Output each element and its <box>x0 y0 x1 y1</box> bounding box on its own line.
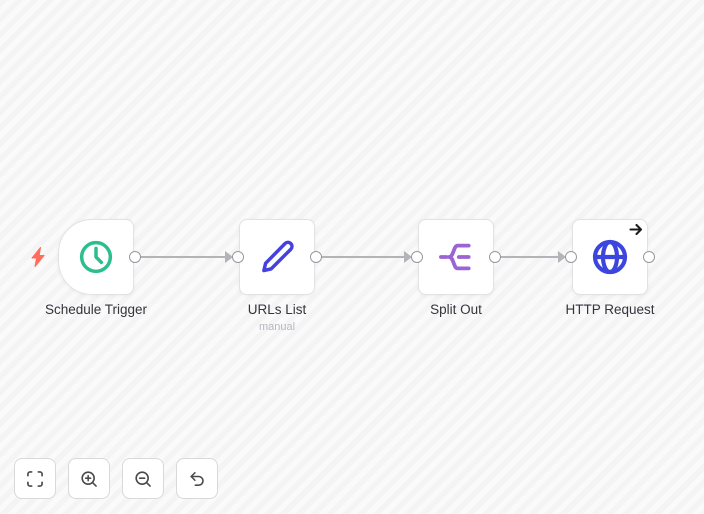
arrow-right-icon <box>628 222 644 237</box>
node-label: Schedule Trigger <box>44 302 148 317</box>
node-label: HTTP Request <box>565 302 655 317</box>
lightning-bolt-icon <box>30 247 46 267</box>
connection-arrowhead <box>404 251 412 263</box>
output-port[interactable] <box>489 251 501 263</box>
node-schedule-trigger: Schedule Trigger <box>31 219 147 317</box>
connection-schedule-to-urls <box>140 256 226 258</box>
output-port[interactable] <box>643 251 655 263</box>
zoom-in-icon <box>79 469 99 489</box>
node-caption: URLs List manual <box>248 302 307 334</box>
split-out-icon <box>437 238 475 276</box>
clock-icon <box>76 237 116 277</box>
connection-arrowhead <box>225 251 233 263</box>
input-port[interactable] <box>411 251 423 263</box>
node-caption: Schedule Trigger <box>45 302 147 321</box>
output-port[interactable] <box>129 251 141 263</box>
globe-icon <box>590 237 630 277</box>
node-caption: Split Out <box>430 302 482 321</box>
node-box-http-request[interactable] <box>572 219 648 295</box>
node-box-urls-list[interactable] <box>239 219 315 295</box>
output-port[interactable] <box>310 251 322 263</box>
canvas-controls <box>14 458 218 499</box>
zoom-out-icon <box>133 469 153 489</box>
node-label: URLs List <box>247 302 307 317</box>
pencil-icon <box>258 238 296 276</box>
node-urls-list: URLs List manual <box>232 219 322 333</box>
zoom-out-button[interactable] <box>122 458 164 499</box>
zoom-in-button[interactable] <box>68 458 110 499</box>
node-caption: HTTP Request <box>565 302 654 321</box>
reset-view-button[interactable] <box>176 458 218 499</box>
input-port[interactable] <box>565 251 577 263</box>
node-subtitle: manual <box>258 321 296 333</box>
connection-urls-to-splitout <box>320 256 405 258</box>
undo-icon <box>187 469 207 489</box>
node-label: Split Out <box>430 302 482 317</box>
node-split-out: Split Out <box>411 219 501 317</box>
node-http-request: HTTP Request <box>565 219 655 317</box>
connection-splitout-to-http <box>500 256 559 258</box>
fit-view-icon <box>25 469 45 489</box>
input-port[interactable] <box>232 251 244 263</box>
node-box-schedule-trigger[interactable] <box>58 219 134 295</box>
fit-view-button[interactable] <box>14 458 56 499</box>
node-box-split-out[interactable] <box>418 219 494 295</box>
connection-arrowhead <box>558 251 566 263</box>
